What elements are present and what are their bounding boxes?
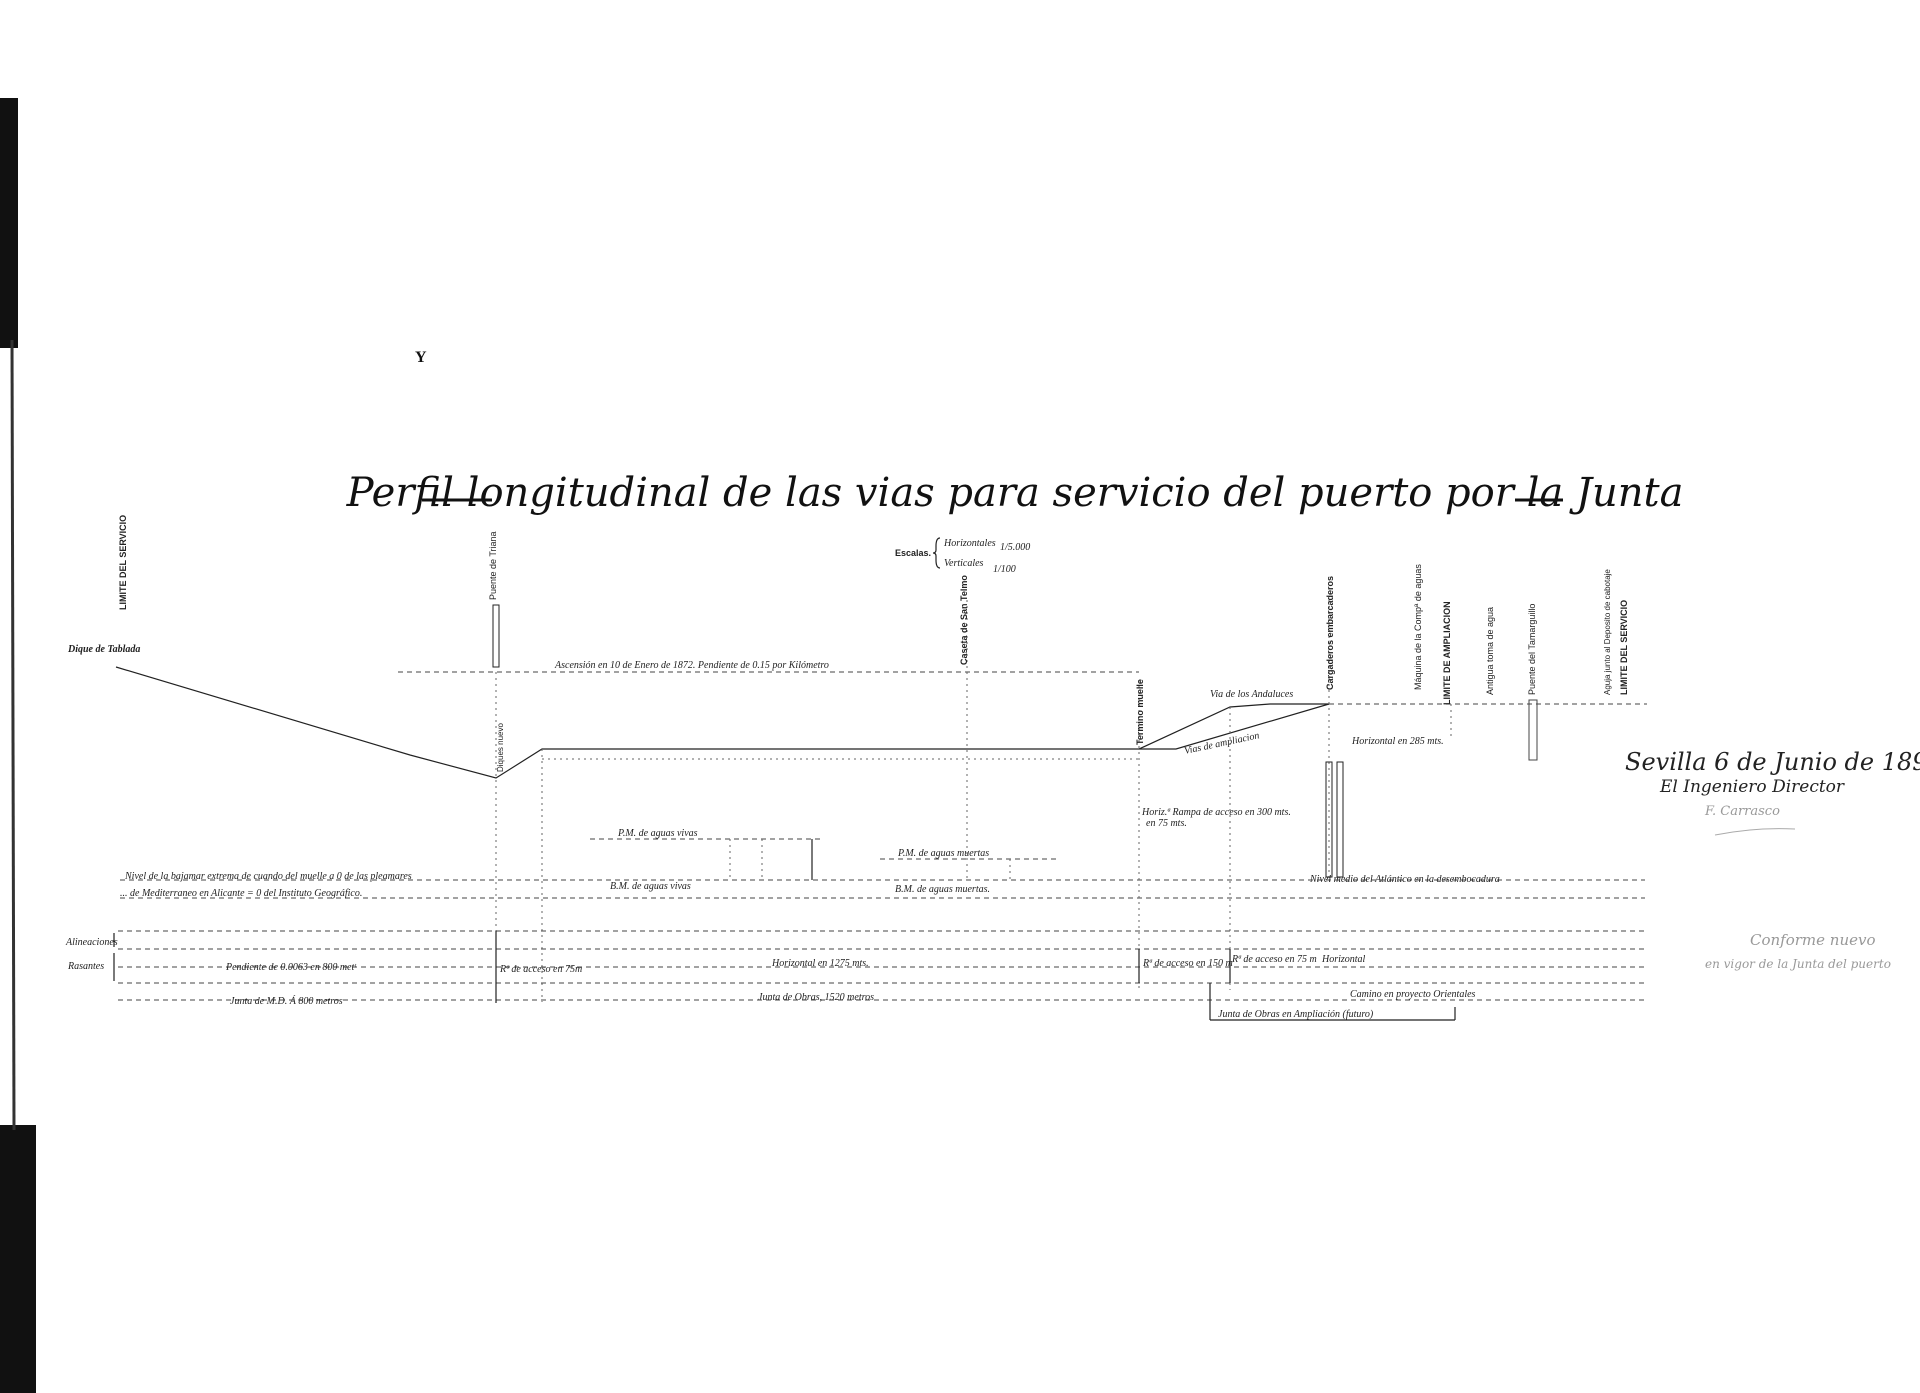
nivel-note-right: Nivel medio del Atlántico en la desemboc… — [1309, 874, 1500, 885]
antigua-toma-label: Antigua toma de agua — [1485, 607, 1495, 695]
station-lines — [495, 600, 1452, 1002]
bm-muertas-label: B.M. de aguas muertas. — [895, 884, 990, 895]
junta-obras-label: Junta de Obras, 1520 metros — [758, 992, 874, 1003]
rampa-short-label: Rª de acceso en 75m — [499, 964, 582, 975]
pm-vivas-label: P.M. de aguas vivas — [617, 828, 698, 839]
signature-role: El Ingeniero Director — [1659, 777, 1845, 797]
bm-vivas-label: B.M. de aguas vivas — [610, 881, 691, 892]
scan-border-top — [0, 98, 18, 348]
scale-vertical-value: 1/100 — [993, 564, 1016, 575]
puente-triana-label: Puente de Triana — [488, 531, 498, 600]
rampa-150-label: Rª de acceso en 150 m — [1142, 958, 1233, 969]
pm-muertas-label: P.M. de aguas muertas — [897, 848, 989, 859]
cargaderos-label: Cargaderos embarcaderos — [1325, 576, 1335, 690]
row-label-rasantes: Rasantes — [67, 961, 104, 972]
ampliacion-label: Vias de ampliacion — [1183, 730, 1260, 757]
datum-note: Ascensión en 10 de Enero de 1872. Pendie… — [554, 660, 829, 671]
limite-ampliacion-label: LIMITE DE AMPLIACION — [1442, 601, 1452, 705]
scale-horizontal-value: 1/5.000 — [1000, 542, 1030, 553]
cargadero-pier-1 — [1325, 761, 1333, 878]
pendiente-label: Pendiente de 0.0063 en 800 metᵗ — [225, 962, 357, 973]
junta-md-label: Junta de M.D. Á 800 metros — [230, 995, 343, 1007]
signature-name: F. Carrasco — [1704, 804, 1780, 819]
row-label-alineaciones: Alineaciones — [65, 937, 118, 948]
right-note-line1: Conforme nuevo — [1750, 931, 1876, 949]
andaluces-label: Via de los Andaluces — [1210, 689, 1293, 700]
maquina-label: Máquina de la Compª de aguas — [1413, 564, 1423, 690]
limite-servicio-right: LIMITE DEL SERVICIO — [1619, 600, 1629, 695]
cargadero-pier-2 — [1336, 761, 1344, 878]
signature-place-date: Sevilla 6 de Junio de 1895 — [1625, 748, 1920, 776]
scale-vertical-label: Verticales — [944, 558, 984, 569]
right-note: Conforme nuevo en vigor de la Junta del … — [1705, 931, 1891, 971]
tamarguillo-bridge — [1528, 699, 1538, 761]
ampliacion-track-line — [1139, 703, 1330, 750]
nivel-note-2: ... de Mediterraneo en Alicante = 0 del … — [120, 888, 362, 899]
scan-edge — [10, 339, 16, 1131]
track-profile-line — [115, 666, 1139, 779]
alignment-table: Alineaciones Rasantes Pendiente de 0.006… — [65, 930, 1645, 1021]
camino-right-label: Camino en proyecto Orientales — [1350, 989, 1476, 1000]
rampa-75-label: Rª de acceso en 75 m — [1231, 954, 1317, 965]
scales-label: Escalas. — [895, 548, 931, 558]
puente-tamarguillo-label: Puente del Tamarguillo — [1527, 604, 1537, 695]
andaluces-track-line — [1138, 703, 1329, 750]
junta-obras-ampliacion-label: Junta de Obras en Ampliación (futuro) — [1218, 1009, 1374, 1020]
rampa-label: Horiz.ª Rampa de acceso en 300 mts. — [1141, 807, 1291, 818]
right-note-line2: en vigor de la Junta del puerto — [1705, 957, 1891, 971]
drawing-title: Perfil longitudinal de las vias para ser… — [346, 470, 1684, 516]
aguja-label: Aguja junto al Deposito de cabotaje — [1603, 569, 1612, 695]
scale-legend: Escalas. Horizontales 1/5.000 Verticales… — [895, 537, 1030, 575]
diques-nuevo-label: Diques nuevo — [496, 723, 505, 772]
rampa-sub-label: en 75 mts. — [1146, 818, 1187, 829]
signature-block: Sevilla 6 de Junio de 1895 El Ingeniero … — [1625, 748, 1920, 836]
scan-border-bottom — [0, 1125, 36, 1393]
horizontal-right-label: Horizontal — [1321, 954, 1366, 965]
caseta-san-telmo-label: Caseta de San Telmo — [959, 575, 969, 665]
puente-triana-pier — [492, 604, 500, 668]
dique-tablada-label: Dique de Tablada — [67, 644, 140, 655]
termino-muelle-label: Termino muelle — [1135, 679, 1145, 745]
horizontal-1275-label: Horizontal en 1275 mts. — [771, 958, 869, 969]
scan-mark: Y — [415, 349, 427, 366]
scale-horizontal-label: Horizontales — [943, 538, 996, 549]
horizontal-285-label: Horizontal en 285 mts. — [1351, 736, 1444, 747]
vertical-labels: LIMITE DEL SERVICIO Dique de Tablada Diq… — [67, 515, 1629, 772]
nivel-note-1: Nivel de la bajamar extrema de cuando de… — [124, 871, 412, 882]
limite-servicio-left: LIMITE DEL SERVICIO — [118, 515, 128, 610]
